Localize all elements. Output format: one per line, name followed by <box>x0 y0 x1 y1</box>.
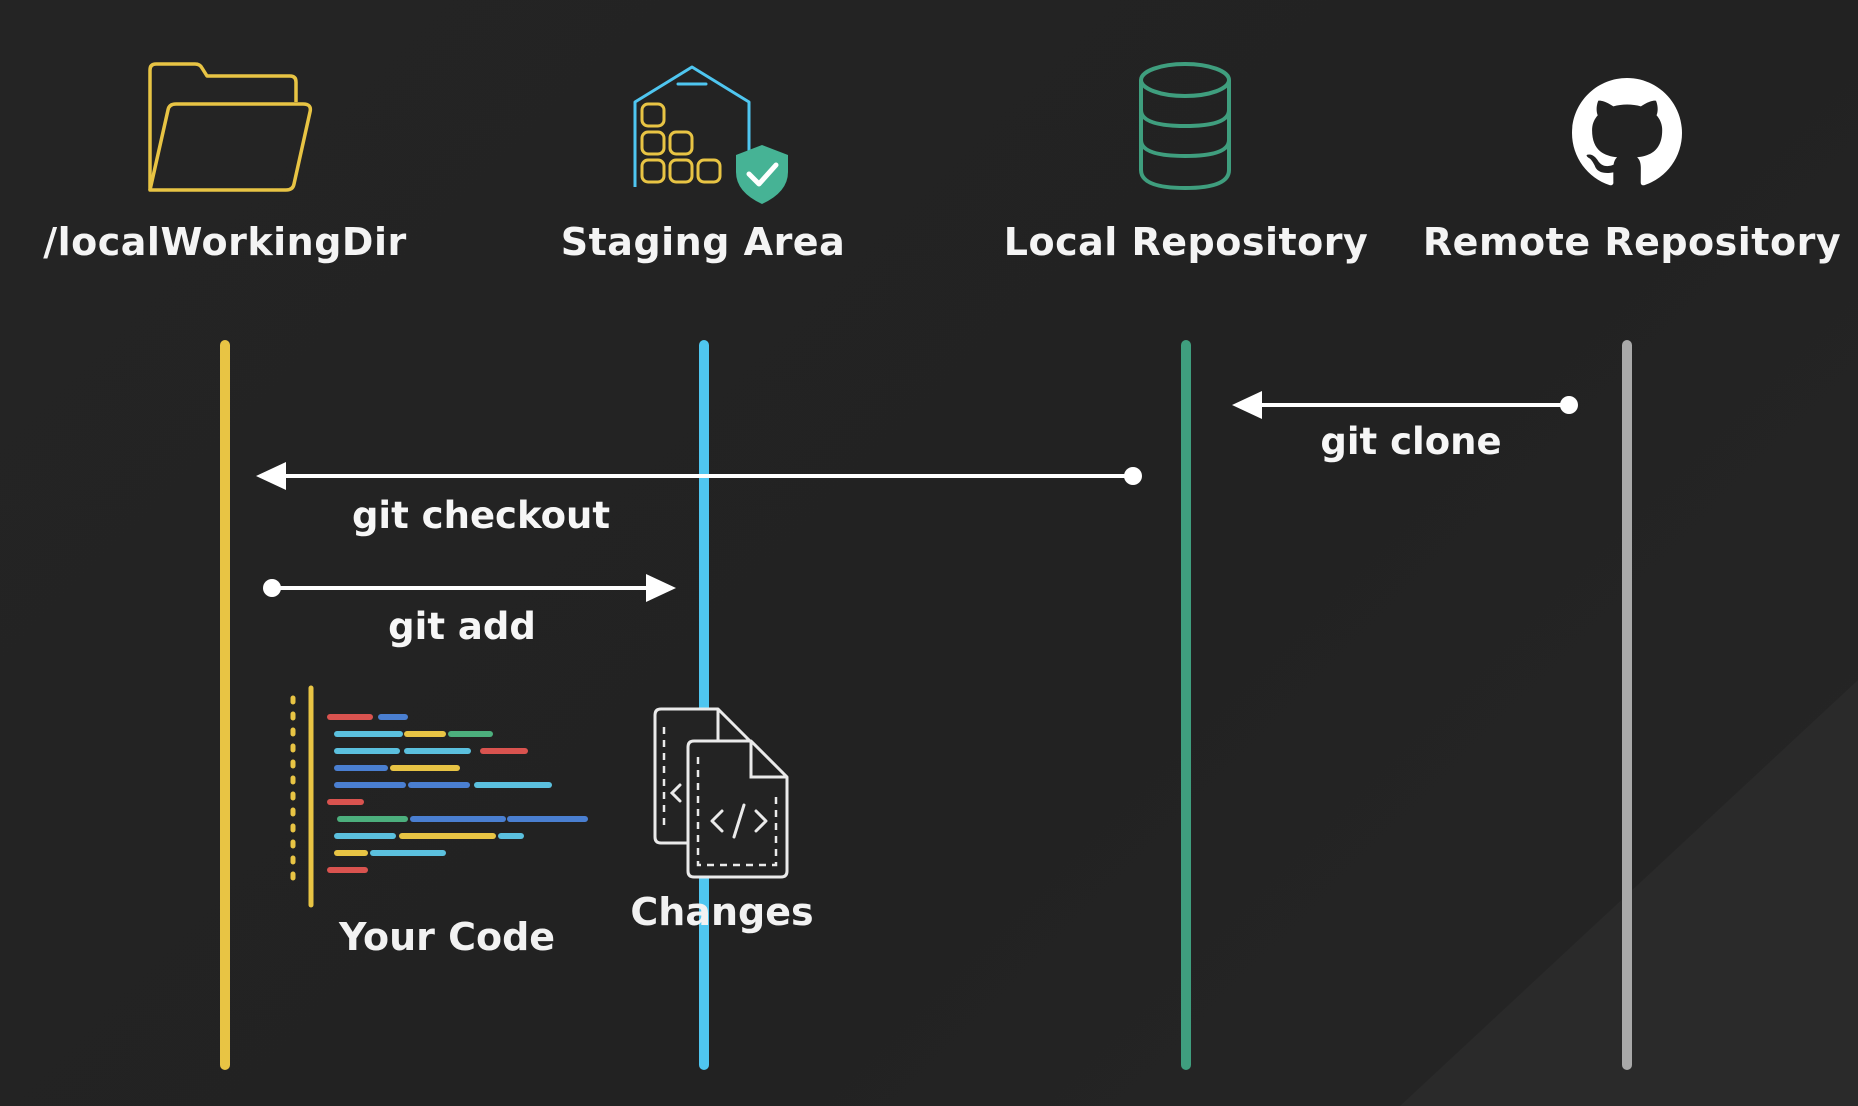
github-icon <box>1572 78 1682 186</box>
column-label-remote-repository: Remote Repository <box>1422 220 1842 264</box>
git-clone-label: git clone <box>1320 420 1502 463</box>
lane-staging-area <box>699 340 709 1070</box>
lane-remote-repository <box>1622 340 1632 1070</box>
column-label-working-dir: /localWorkingDir <box>43 220 407 264</box>
changes-caption: Changes <box>630 890 814 934</box>
your-code-caption: Your Code <box>338 915 556 959</box>
staging-warehouse-icon <box>633 65 788 204</box>
code-editor-icon <box>290 685 588 908</box>
git-clone-arrow <box>1232 391 1578 419</box>
changes-files-icon <box>653 707 789 879</box>
git-add-arrow <box>263 574 676 602</box>
lane-local-repository <box>1181 340 1191 1070</box>
column-label-local-repository: Local Repository <box>1003 220 1369 264</box>
column-label-staging-area: Staging Area <box>560 220 846 264</box>
git-add-label: git add <box>388 605 536 648</box>
git-checkout-arrow <box>256 462 1142 490</box>
database-icon <box>1139 62 1231 191</box>
lane-working-dir <box>220 340 230 1070</box>
folder-icon <box>148 62 313 192</box>
git-checkout-label: git checkout <box>351 494 611 537</box>
